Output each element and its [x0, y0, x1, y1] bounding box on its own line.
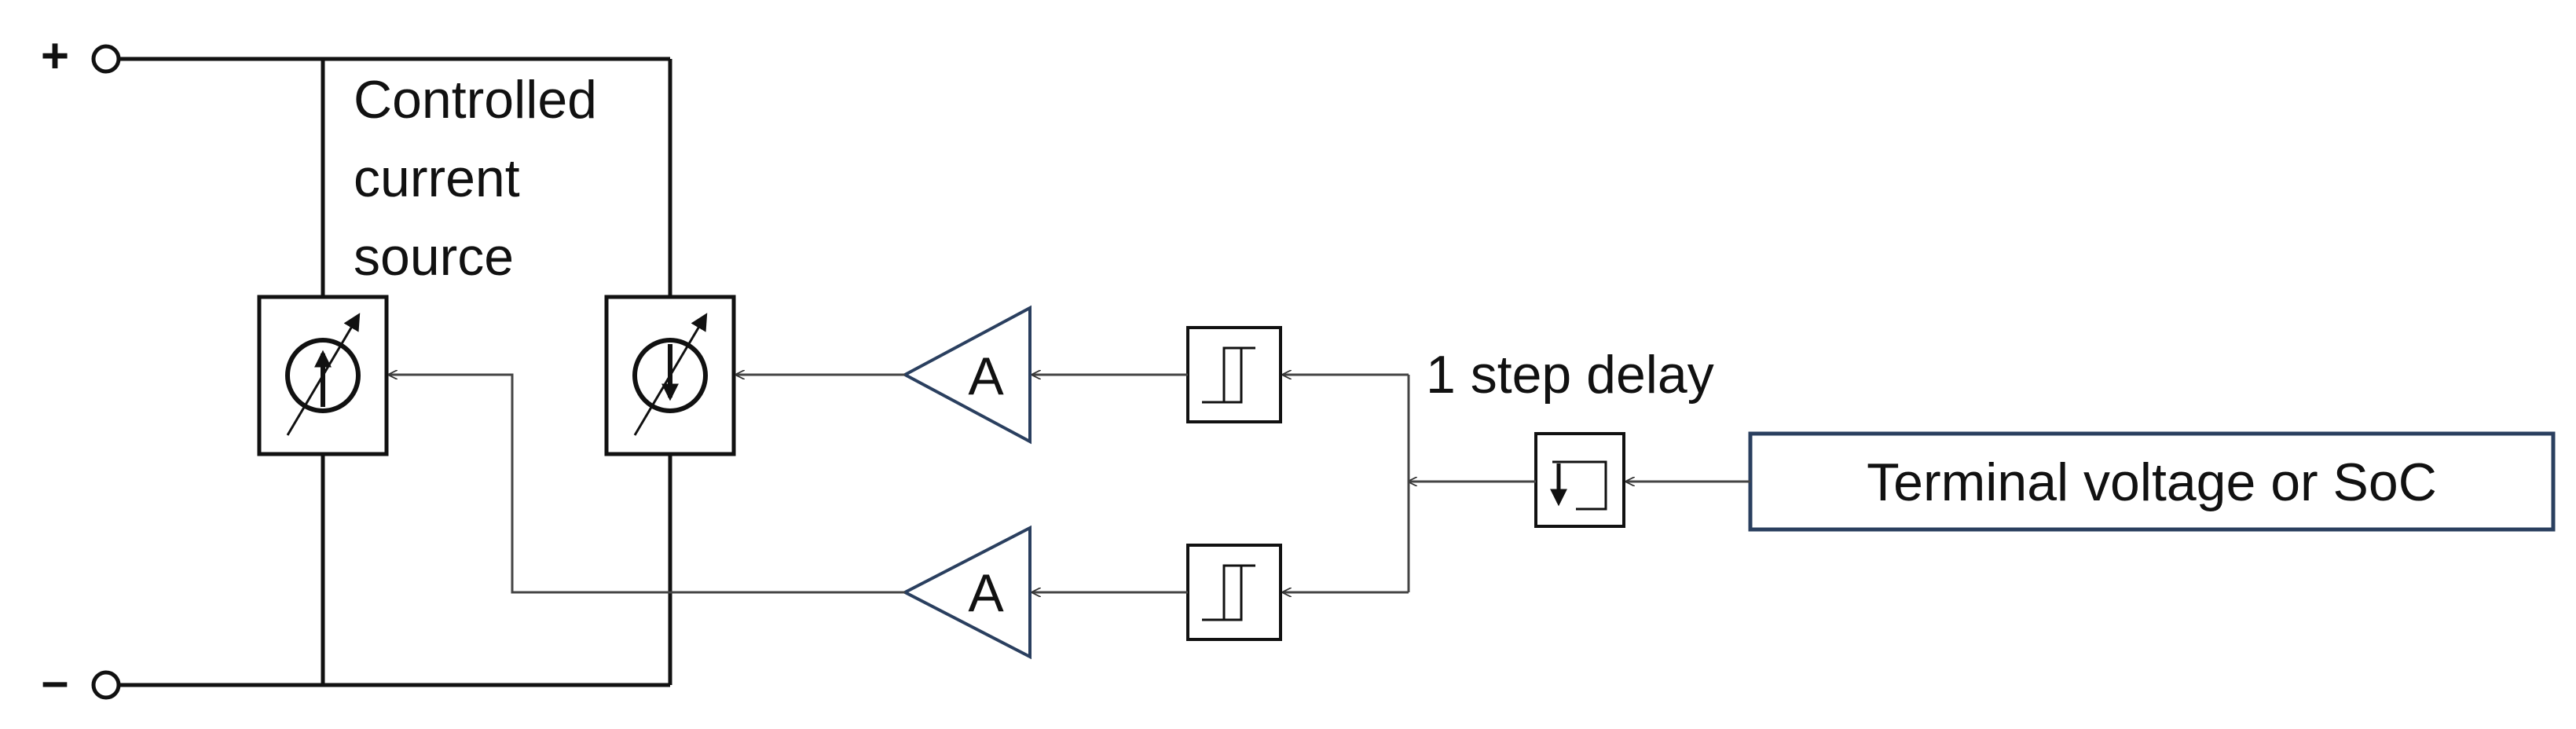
comparator-bottom	[1186, 544, 1282, 641]
minus-terminal-label: –	[42, 654, 68, 709]
delay-block	[1534, 432, 1625, 528]
plus-terminal-label: +	[41, 29, 69, 83]
minus-terminal-node	[91, 670, 121, 700]
amplifier-top: A	[901, 305, 1031, 445]
source-label-line1: Controlled	[354, 70, 597, 130]
input-signal-label: Terminal voltage or SoC	[1867, 452, 2437, 512]
charge-current-source	[257, 295, 389, 456]
power-wiring	[119, 57, 672, 687]
signal-wiring	[389, 375, 1750, 592]
delay-label: 1 step delay	[1426, 345, 1714, 405]
amplifier-top-label: A	[968, 346, 1004, 406]
comparator-top	[1186, 326, 1282, 423]
source-label-line3: source	[354, 227, 514, 287]
amplifier-bottom: A	[901, 525, 1031, 660]
discharge-current-source	[604, 295, 736, 456]
plus-terminal-node	[91, 44, 121, 74]
input-signal-box: Terminal voltage or SoC	[1748, 431, 2556, 532]
source-label-line2: current	[354, 148, 520, 208]
amplifier-bottom-label: A	[968, 563, 1004, 623]
